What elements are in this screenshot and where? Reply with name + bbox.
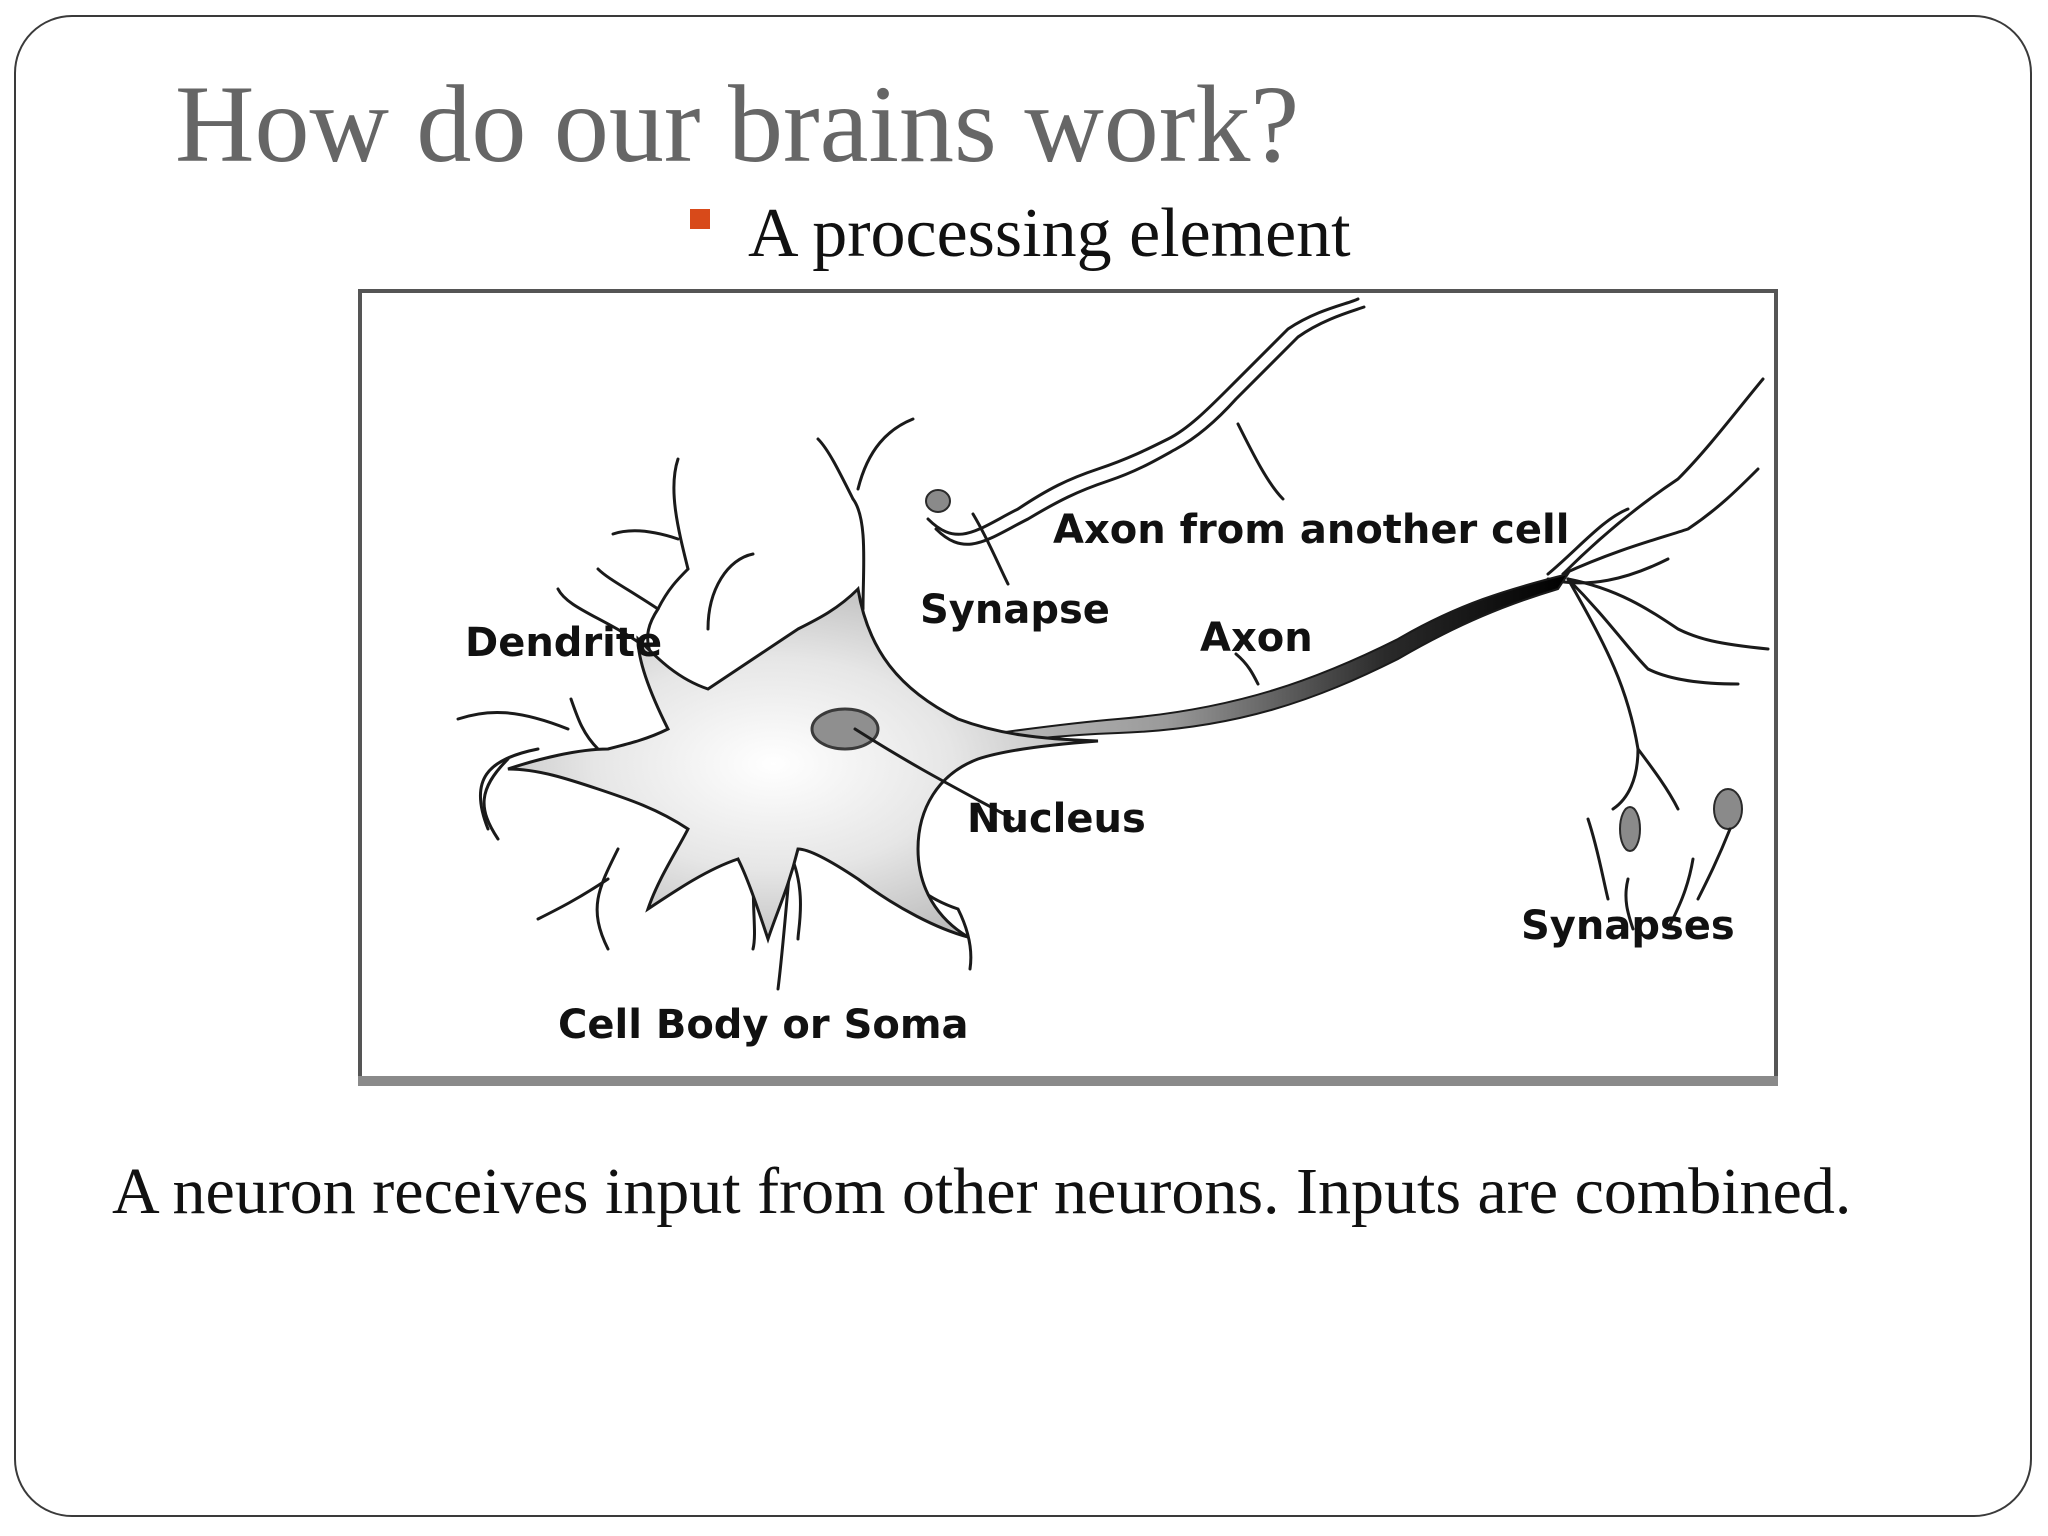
synapse-knob [925, 489, 951, 513]
neuron-diagram: Axon from another cell Synapse Dendrite … [358, 289, 1778, 1089]
label-axon-from-another-cell: Axon from another cell [1053, 507, 1569, 553]
bullet-text: A processing element [748, 195, 1351, 272]
synapse-knob-right [1713, 788, 1743, 830]
label-nucleus: Nucleus [967, 796, 1146, 842]
diagram-bottom-edge [358, 1076, 1778, 1086]
label-synapses: Synapses [1521, 903, 1735, 949]
nucleus-shape [810, 707, 880, 751]
diagram-border [358, 289, 1778, 1085]
slide-caption: A neuron receives input from other neuro… [112, 1155, 1852, 1228]
neuron-diagram-svg: Axon from another cell Synapse Dendrite … [358, 289, 1778, 1086]
synapse-knob-left [1619, 806, 1641, 852]
dendrite-branches [456, 297, 1770, 991]
label-cell-body: Cell Body or Soma [558, 1002, 969, 1048]
label-axon: Axon [1200, 615, 1313, 661]
axon-shape [837, 572, 1571, 761]
soma-shape [507, 585, 1099, 944]
pointer-lines [853, 727, 1732, 901]
slide-title: How do our brains work? [175, 63, 1300, 185]
label-synapse: Synapse [920, 587, 1110, 633]
bullet-square-icon [690, 209, 710, 229]
label-dendrite: Dendrite [465, 620, 662, 666]
